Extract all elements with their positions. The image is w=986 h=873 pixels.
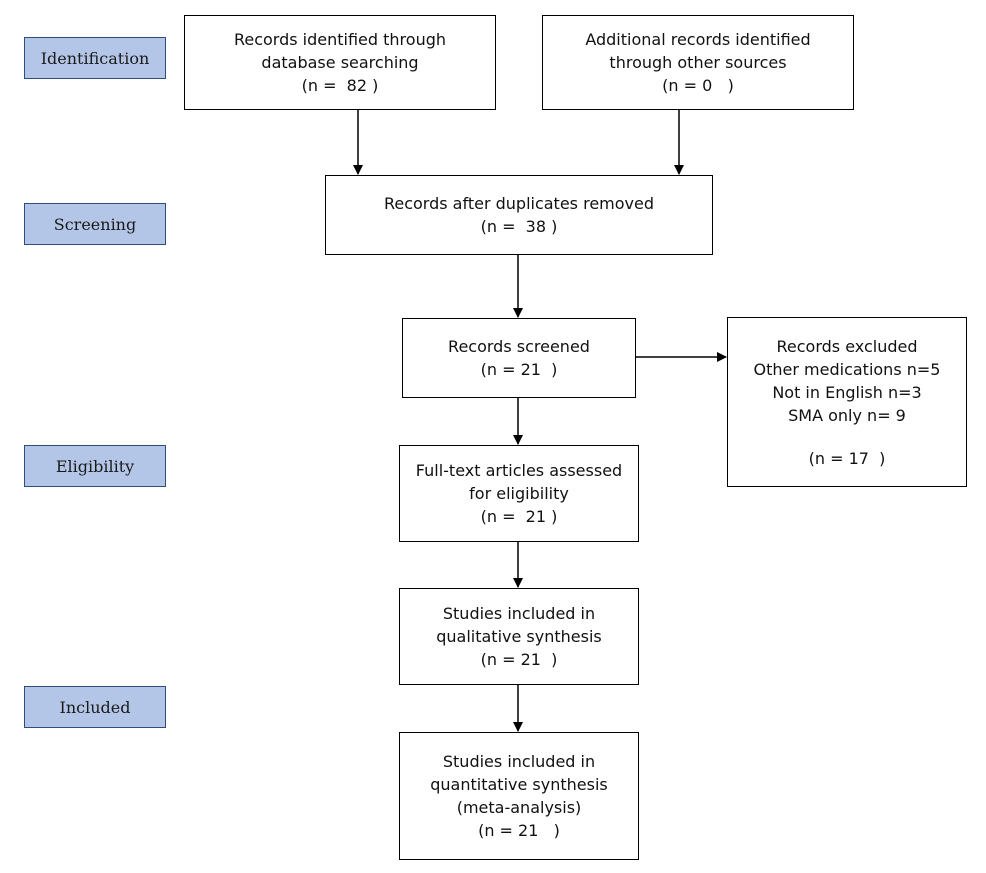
box-count: (n = 21 ) <box>478 821 560 840</box>
box-text: Records identified through <box>233 30 447 49</box>
box-qualitative-synthesis: Studies included in qualitative synthesi… <box>399 588 639 685</box>
box-text: Studies included in <box>442 752 596 771</box>
box-count: (n = 21 ) <box>480 507 558 526</box>
phase-label-included: Included <box>24 686 166 728</box>
box-text: through other sources <box>609 53 787 72</box>
box-text: qualitative synthesis <box>436 627 602 646</box>
box-count: (n = 82 ) <box>301 76 379 95</box>
phase-label-identification: Identification <box>24 37 166 79</box>
box-quantitative-synthesis: Studies included in quantitative synthes… <box>399 732 639 860</box>
box-count: (n = 21 ) <box>480 360 558 379</box>
box-duplicates-removed: Records after duplicates removed (n = 38… <box>325 175 713 255</box>
box-records-screened: Records screened (n = 21 ) <box>402 318 636 398</box>
box-text: Full-text articles assessed <box>415 461 623 480</box>
phase-label-screening: Screening <box>24 203 166 245</box>
phase-label-eligibility: Eligibility <box>24 445 166 487</box>
box-count: (n = 17 ) <box>808 448 886 468</box>
box-text: Not in English n=3 <box>772 382 922 402</box>
box-text: SMA only n= 9 <box>788 405 906 425</box>
box-fulltext-assessed: Full-text articles assessed for eligibil… <box>399 445 639 542</box>
box-text: (meta-analysis) <box>456 798 582 817</box>
box-text: Additional records identified <box>585 30 811 49</box>
box-text: database searching <box>261 53 419 72</box>
box-database-search: Records identified through database sear… <box>184 15 496 110</box>
box-text: Studies included in <box>442 604 596 623</box>
box-text: Records after duplicates removed <box>383 194 655 213</box>
box-other-sources: Additional records identified through ot… <box>542 15 854 110</box>
box-records-excluded: Records excluded Other medications n=5 N… <box>727 317 967 487</box>
box-count: (n = 21 ) <box>480 650 558 669</box>
box-text: quantitative synthesis <box>430 775 608 794</box>
box-text: Records screened <box>448 337 590 356</box>
box-text: Records excluded <box>776 336 918 356</box>
box-text: Other medications n=5 <box>753 359 941 379</box>
box-count: (n = 0 ) <box>662 76 734 95</box>
box-text: for eligibility <box>469 484 569 503</box>
box-count: (n = 38 ) <box>480 217 558 236</box>
